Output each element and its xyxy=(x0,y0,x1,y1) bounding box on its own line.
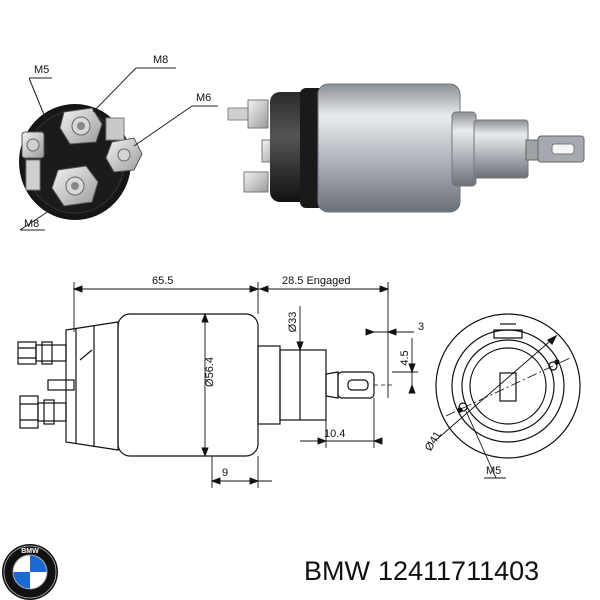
bmw-logo: BMW xyxy=(2,544,58,600)
side-view-photo xyxy=(227,83,585,213)
dim-slot-width: 3 xyxy=(418,321,424,333)
dim-engaged: 28.5 Engaged xyxy=(282,275,351,287)
logo-lettering: BMW xyxy=(21,548,39,555)
dim-slot-offset: 4.5 xyxy=(399,350,411,365)
dim-body-dia: Ø56.4 xyxy=(204,357,216,387)
part-number: 12411711403 xyxy=(377,556,540,586)
end-view-drawing xyxy=(435,313,581,479)
end-view-photo: M5 M8 M6 M8 xyxy=(19,54,218,231)
dimension-lines xyxy=(72,282,418,488)
brand-name: BMW xyxy=(304,556,370,586)
dim-bolt-circle: Ø41 xyxy=(423,429,444,453)
dim-thread: M5 xyxy=(486,465,501,477)
terminal-m8-bottom xyxy=(51,165,99,207)
terminal-m5 xyxy=(21,131,45,191)
dimension-labels: 65.5 28.5 Engaged Ø56.4 Ø33 3 4.5 10.4 9 xyxy=(152,275,424,479)
label-m6: M6 xyxy=(196,92,211,104)
label-m8-bottom: M8 xyxy=(24,218,39,230)
side-view-drawing xyxy=(17,313,394,457)
terminal-m6 xyxy=(105,117,143,173)
dim-rear-gap: 9 xyxy=(222,467,228,479)
terminal-m8-top xyxy=(59,107,103,145)
label-m8-top: M8 xyxy=(153,54,168,66)
dim-plunger-dia: Ø33 xyxy=(287,312,299,333)
dim-tab-length: 10.4 xyxy=(324,428,345,440)
label-m5: M5 xyxy=(34,64,49,76)
dim-length: 65.5 xyxy=(152,275,173,287)
